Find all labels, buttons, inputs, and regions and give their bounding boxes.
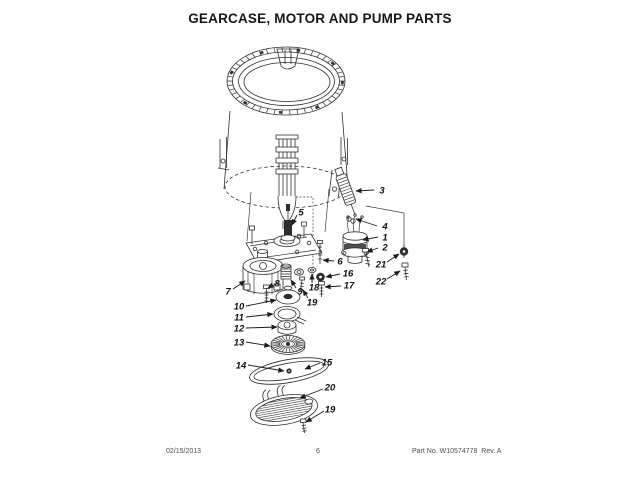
callout-leader-19 — [305, 410, 325, 423]
callout-label-20: 20 — [324, 382, 336, 393]
screw — [299, 276, 305, 292]
washer — [307, 266, 317, 273]
callout-leader-9 — [290, 279, 297, 289]
callout-label-6: 6 — [337, 256, 343, 267]
clutch-stack — [270, 285, 307, 355]
damper — [334, 166, 356, 214]
callout-leader-22 — [386, 270, 401, 280]
callout-leader-5 — [291, 214, 298, 226]
clutch-hub — [277, 320, 297, 335]
callout-leader-16 — [325, 273, 341, 279]
tub-body-sides — [223, 110, 349, 190]
callout-leader-2 — [366, 247, 379, 253]
pulley-knurl — [271, 335, 305, 353]
callout-label-4: 4 — [381, 221, 388, 232]
drive-shaft — [280, 204, 296, 242]
motor-coupling — [280, 263, 304, 280]
callout-label-2: 2 — [381, 242, 388, 253]
footer-part-number: Part No. W10574778 Rev. A — [412, 448, 502, 455]
callout-leader-19 — [302, 289, 309, 299]
callout-leader-14 — [247, 364, 285, 373]
tub-rim-hatch — [227, 47, 345, 115]
footer-page-number: 6 — [316, 448, 320, 455]
callout-leader-4 — [355, 218, 378, 227]
callout-leader-1 — [362, 236, 379, 242]
callout-label-12: 12 — [234, 323, 245, 334]
callout-label-9: 9 — [297, 286, 303, 297]
lock-washer-screw — [399, 244, 409, 258]
hex-bolt — [318, 281, 325, 297]
pump-clip — [346, 216, 356, 224]
callout-leader-6 — [322, 257, 335, 264]
callout-label-22: 22 — [375, 276, 387, 287]
drive-belt — [249, 357, 329, 385]
callout-label-1: 1 — [382, 232, 387, 243]
tub-bracket-left — [217, 137, 230, 171]
callout-label-15: 15 — [322, 357, 333, 368]
hex-screw — [401, 262, 409, 281]
base-cover-hatch — [255, 397, 313, 422]
tub-bracket-right — [340, 137, 348, 165]
wiring-harness — [275, 134, 299, 229]
washer-tub — [217, 46, 349, 242]
callout-leader-21 — [386, 253, 400, 263]
callout-leader-8 — [267, 282, 275, 289]
right-fasteners — [399, 244, 409, 281]
callout-leader-7 — [232, 280, 246, 290]
callout-leader-10 — [245, 298, 277, 307]
tub-hanger — [276, 48, 300, 70]
drive-pulley — [270, 334, 306, 355]
footer-date: 02/15/2013 — [166, 448, 202, 455]
page-title: GEARCASE, MOTOR AND PUMP PARTS — [188, 11, 452, 26]
small-fasteners — [299, 266, 325, 297]
clutch-ring — [273, 306, 307, 325]
callout-label-7: 7 — [225, 286, 231, 297]
callout-leader-11 — [245, 311, 274, 318]
callout-label-17: 17 — [344, 280, 355, 291]
pump-wires — [347, 215, 363, 233]
pump-assembly — [341, 213, 371, 268]
callout-label-21: 21 — [375, 259, 387, 270]
tub-support-lines — [246, 188, 330, 242]
callout-label-8: 8 — [274, 278, 280, 289]
callout-label-13: 13 — [234, 337, 245, 348]
callout-leader-20 — [299, 388, 324, 399]
callout-label-18: 18 — [309, 282, 320, 293]
callout-leader-15 — [304, 362, 321, 370]
callout-leader-13 — [245, 341, 271, 348]
callout-label-10: 10 — [234, 301, 245, 312]
callout-label-19: 19 — [307, 297, 318, 308]
callout-label-16: 16 — [343, 268, 354, 279]
clutch-cap — [275, 289, 301, 305]
callout-label-14: 14 — [236, 360, 247, 371]
callout-label-11: 11 — [234, 312, 244, 323]
base-screw — [300, 418, 307, 434]
mounting-stud — [317, 240, 323, 264]
tub-rim-clamps — [228, 48, 344, 114]
callout-label-5: 5 — [298, 207, 304, 218]
motor-bolt — [263, 284, 270, 303]
base-cover — [250, 384, 318, 426]
callout-label-19: 19 — [325, 404, 336, 415]
callout-leader-3 — [355, 188, 375, 194]
callout-leader-12 — [245, 324, 278, 330]
callout-leader-17 — [324, 283, 342, 290]
callout-label-3: 3 — [379, 185, 385, 196]
